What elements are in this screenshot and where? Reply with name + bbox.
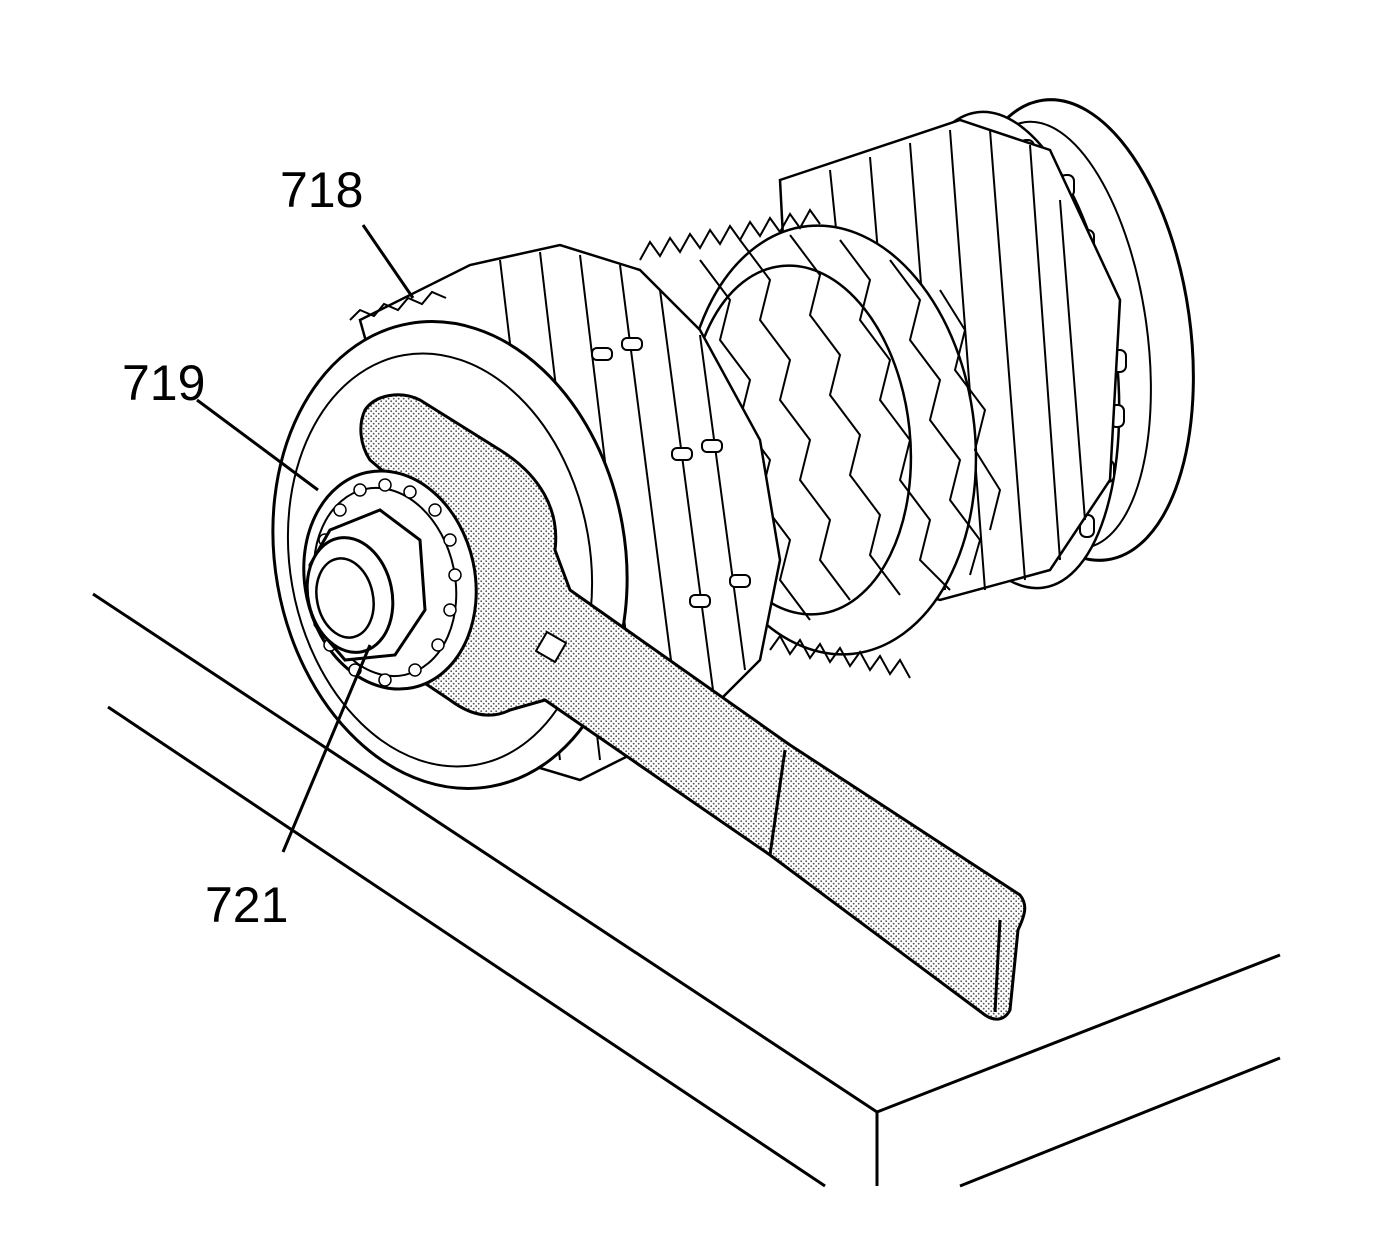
bench-edge-right-top (876, 953, 1281, 1114)
wrench-square-hole (534, 630, 568, 664)
workbench (92, 592, 1281, 1188)
bench-edge-top (92, 592, 878, 1114)
callout-721: 721 (205, 877, 288, 933)
callout-718: 718 (280, 162, 363, 218)
bearing-nut-assembly (302, 469, 478, 691)
leader-718 (361, 224, 415, 299)
bench-edge-front (107, 705, 826, 1188)
leader-lines (196, 224, 415, 853)
leader-719 (196, 398, 319, 492)
leader-721 (281, 644, 372, 853)
bench-edge-right-bottom (959, 1056, 1281, 1188)
callout-719: 719 (122, 355, 205, 411)
